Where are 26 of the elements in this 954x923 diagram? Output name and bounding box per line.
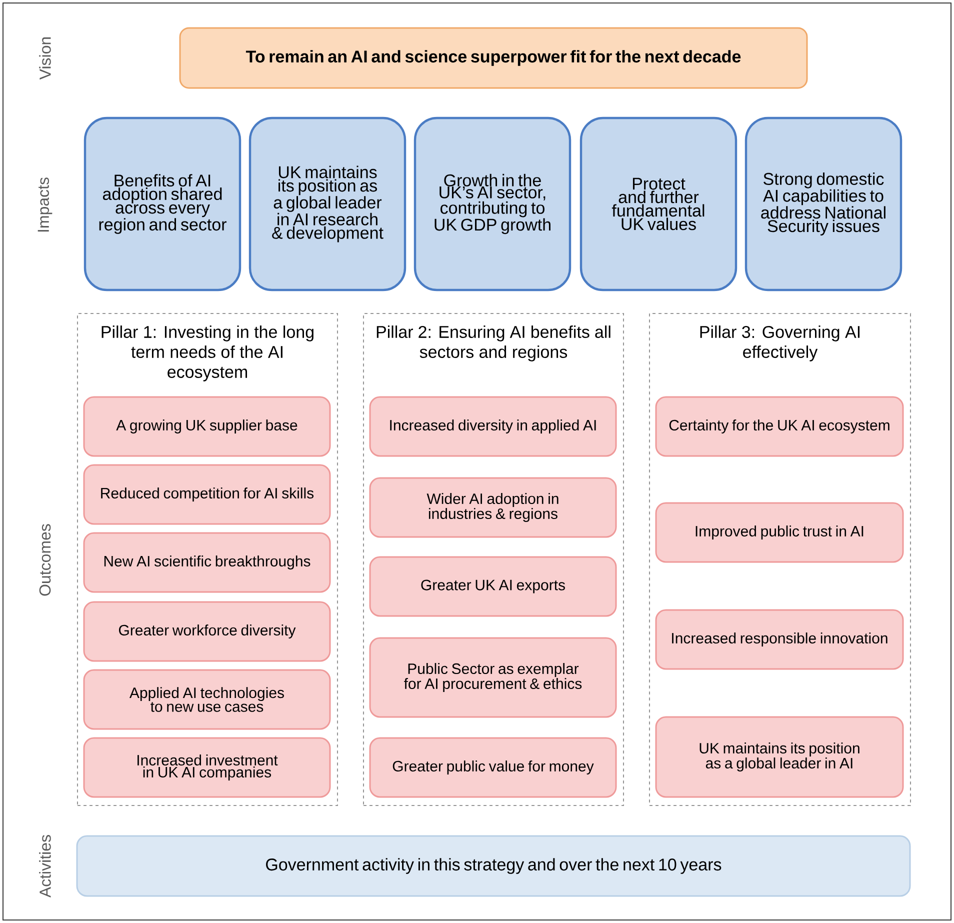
outcome-box: New AI scientific breakthroughs — [83, 532, 331, 593]
section-label: Impacts — [38, 178, 52, 232]
outcome-box: Reduced competition for AI skills — [83, 464, 331, 525]
outcome-box: Certainty for the UK AI ecosystem — [655, 396, 904, 457]
outcome-box: Applied AI technologies to new use cases — [83, 669, 331, 730]
impact-box: UK maintains its position as a global leader in AI research & development — [248, 116, 406, 292]
outcome-box: A growing UK supplier base — [83, 396, 331, 457]
section-label: Vision — [39, 37, 51, 80]
activity-box: Government activity in this strategy and over the next 10 years — [76, 835, 911, 897]
outcome-box: Increased responsible innovation — [655, 609, 904, 670]
outcome-box: Wider AI adoption in industries & regions — [369, 477, 617, 538]
outcome-box: Improved public trust in AI — [655, 502, 904, 563]
vision-box: To remain an AI and science superpower fit for the next decade — [179, 27, 808, 89]
outcome-box: UK maintains its position as a global leader in AI — [655, 716, 904, 798]
impact-box: Benefits of AI adoption shared across every region and sector — [84, 116, 242, 292]
impact-box: Strong domestic AI capabilities to address National Security issues — [744, 116, 902, 292]
impact-box: Growth in the UK’s AI sector, contributing to UK GDP growth — [414, 116, 572, 292]
outcome-box: Greater public value for money — [369, 737, 617, 798]
outcome-box: Increased diversity in applied AI — [369, 396, 617, 457]
outcome-box: Greater UK AI exports — [369, 556, 617, 617]
impact-box: Protect and further fundamental UK values — [580, 116, 738, 292]
section-label: Outcomes — [39, 524, 51, 596]
outcome-box: Public Sector as exemplar for AI procurement & ethics — [369, 637, 617, 718]
outcome-box: Greater workforce diversity — [83, 601, 331, 662]
outcome-box: Increased investment in UK AI companies — [83, 737, 331, 798]
section-label: Activities — [39, 835, 51, 898]
